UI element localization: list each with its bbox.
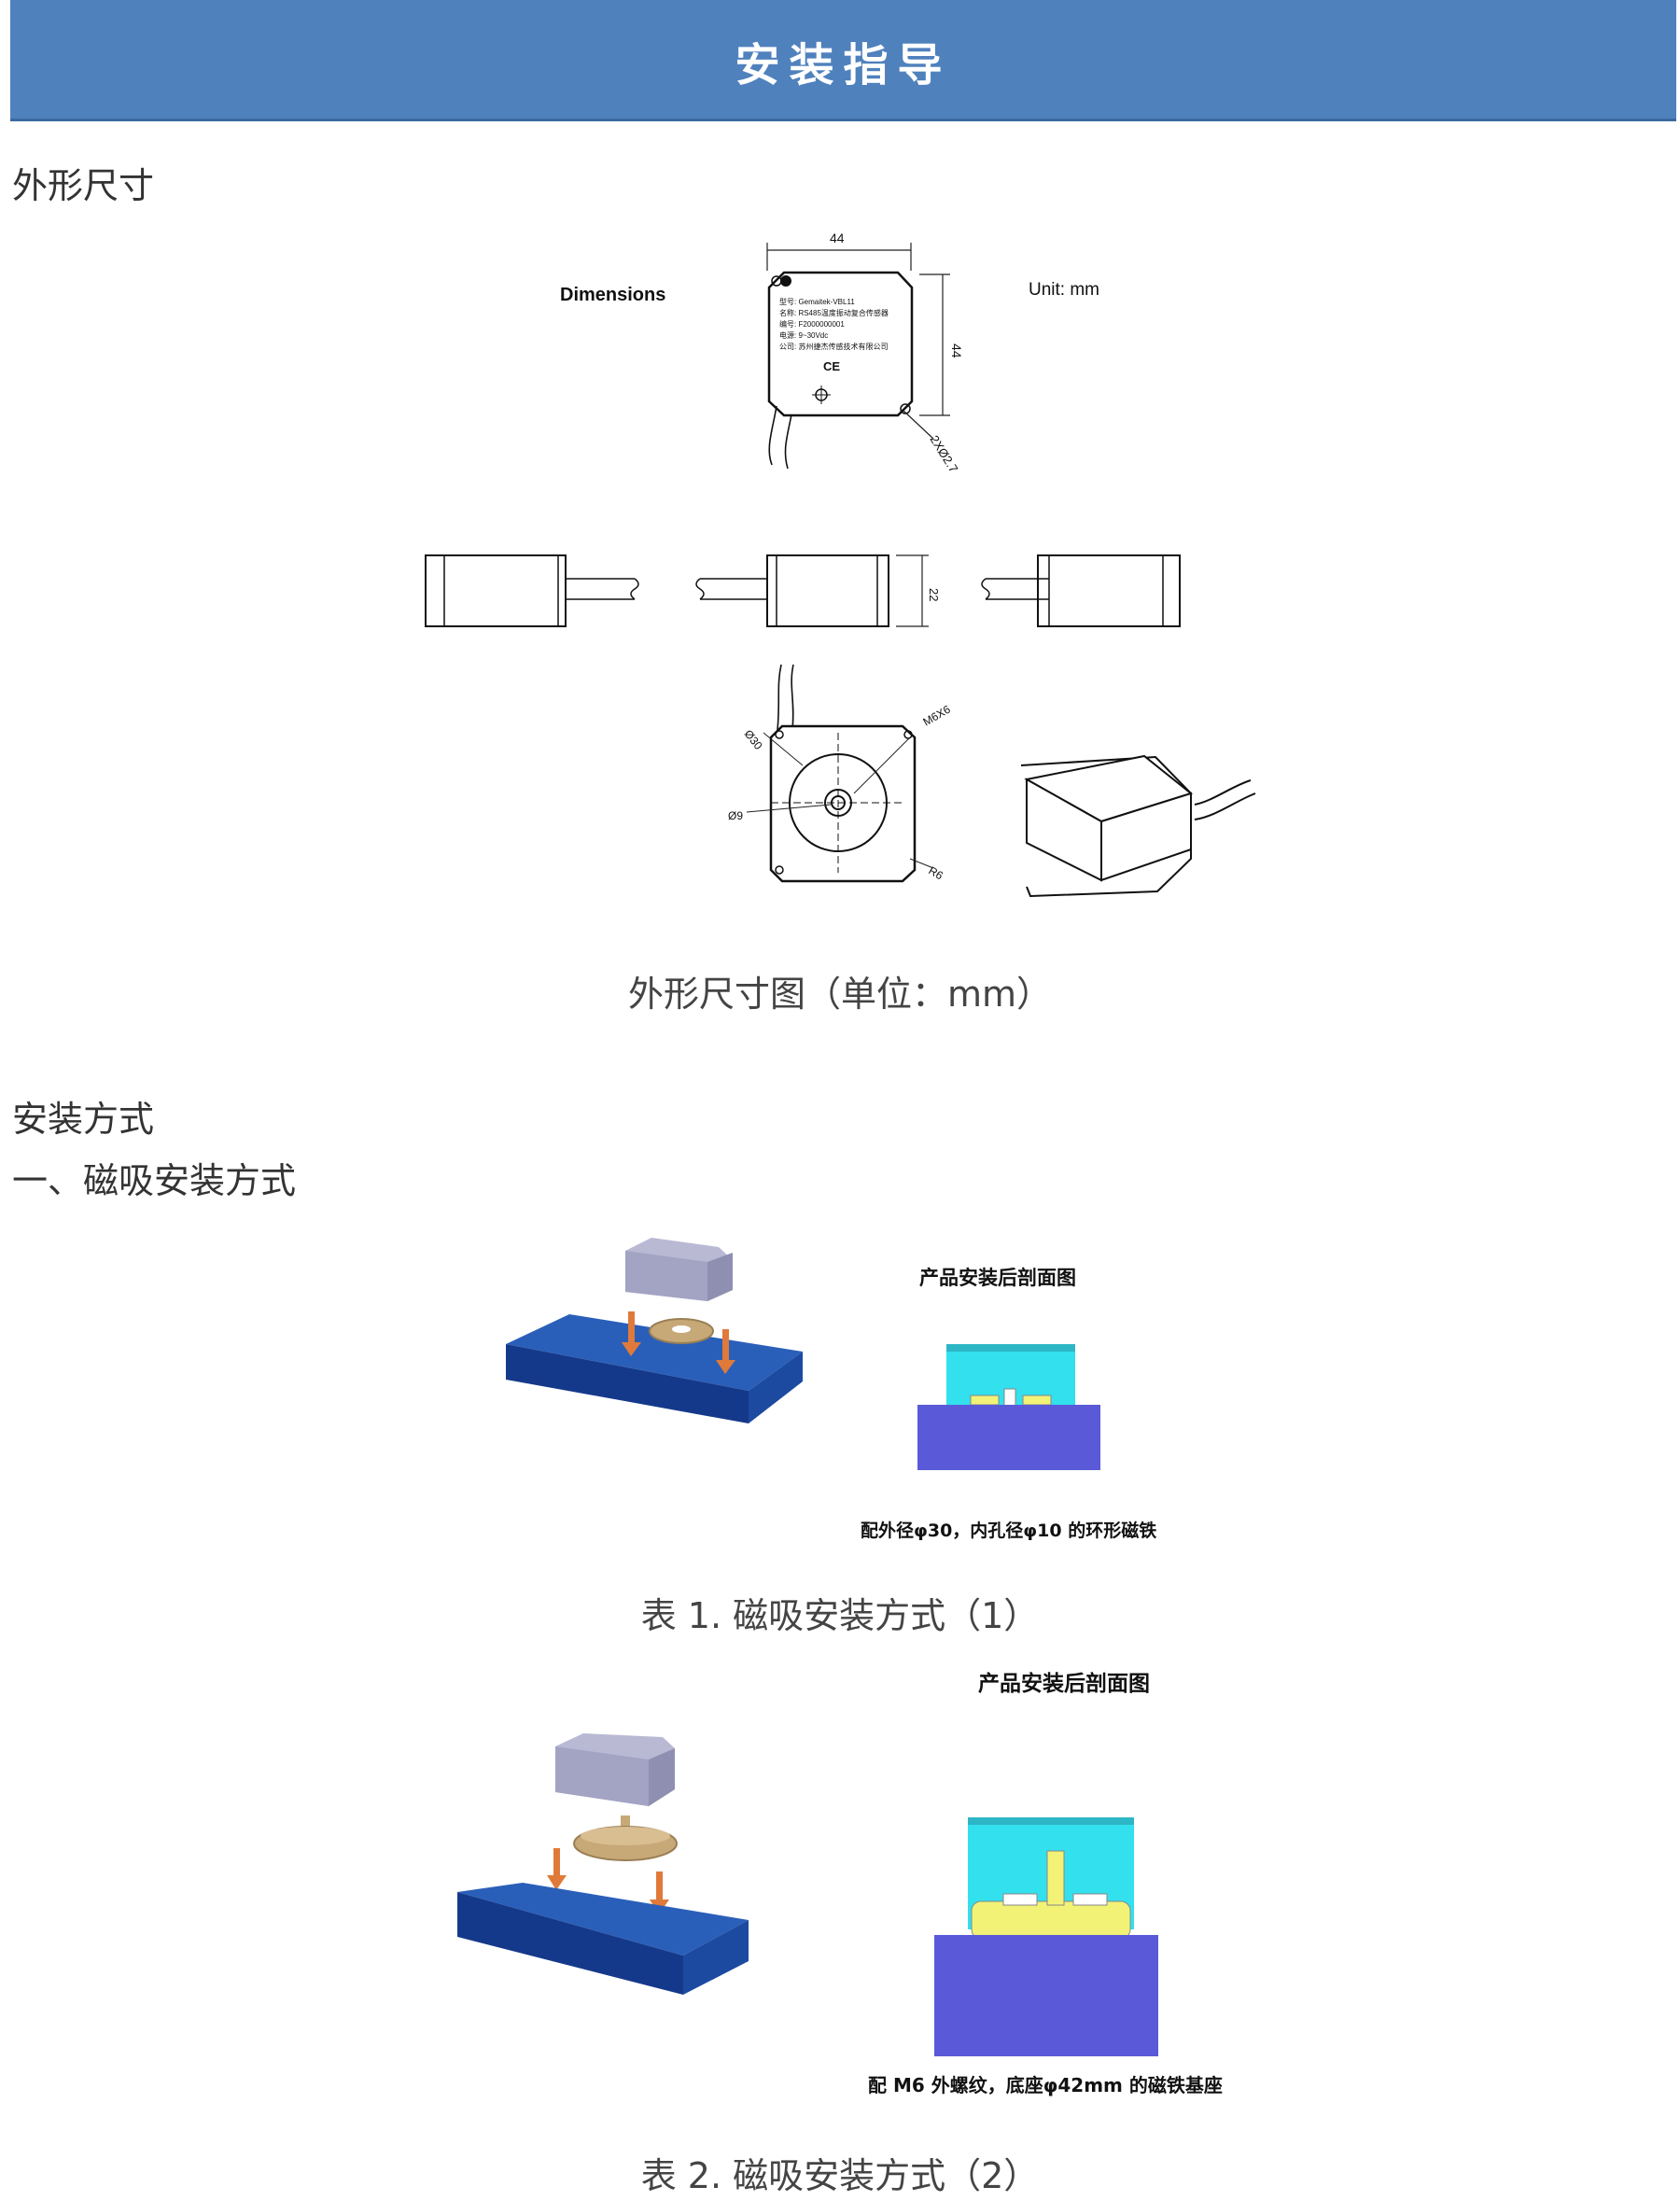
header-banner: 安装指导 — [10, 0, 1676, 121]
mount-plate-1 — [506, 1314, 803, 1423]
cross-section-2 — [934, 1817, 1158, 2056]
dimension-caption: 外形尺寸图（单位：mm） — [627, 974, 1053, 1015]
magnet-install-figure-1: 产品安装后剖面图 配外径φ30，内孔径φ10 的环形磁铁 — [506, 1238, 1156, 1541]
figure1-section-title: 产品安装后剖面图 — [919, 1267, 1076, 1289]
figure2-note: 配 M6 外螺纹，底座φ42mm 的磁铁基座 — [868, 2074, 1223, 2096]
sensor-housing-2 — [555, 1733, 675, 1806]
unit-label: Unit: mm — [1029, 280, 1099, 300]
svg-text:CE: CE — [823, 359, 840, 373]
nameplate-line-3: 编号: F2000000001 — [779, 319, 845, 329]
bottom-dim-m6: M6X6 — [921, 703, 953, 729]
side-view-right — [981, 554, 1181, 627]
dimensions-label: Dimensions — [560, 285, 665, 305]
cross-section-1 — [917, 1344, 1100, 1470]
bottom-view: Ø30 Ø9 M6X6 R6 — [728, 664, 953, 882]
figure1-caption: 表 1. 磁吸安装方式（1） — [640, 1595, 1040, 1636]
nameplate-line-1: 型号: Gemaitek-VBL11 — [779, 298, 855, 306]
figure2-caption: 表 2. 磁吸安装方式（2） — [640, 2155, 1040, 2196]
bottom-dim-30: Ø30 — [742, 727, 765, 752]
mount-plate-2 — [457, 1883, 749, 1995]
down-arrow-icon — [622, 1311, 735, 1374]
bottom-dim-9: Ø9 — [728, 809, 743, 822]
width-dim: 44 — [830, 231, 845, 245]
magnet-install-figure-2: 产品安装后剖面图 配 M6 外螺纹，底座φ42mm 的磁铁基座 — [457, 1671, 1223, 2096]
height-dim: 44 — [949, 343, 964, 358]
heading-magnet-install: 一、磁吸安装方式 — [12, 1160, 297, 1201]
nameplate-line-4: 电源: 9~30Vdc — [779, 330, 828, 340]
heading-install: 安装方式 — [12, 1099, 155, 1140]
bottom-dim-r6: R6 — [927, 863, 946, 882]
page-title: 安装指导 — [735, 39, 952, 91]
sensor-top-view — [767, 271, 914, 417]
nameplate-line-5: 公司: 苏州捷杰传感技术有限公司 — [779, 342, 888, 351]
dimension-drawing: Dimensions Unit: mm 44 44 型号: Gemaitek-V… — [425, 231, 1256, 898]
sensor-housing-1 — [625, 1238, 733, 1301]
magnet-base-icon — [573, 1815, 678, 1861]
heading-dimensions: 外形尺寸 — [12, 165, 155, 206]
figure1-note: 配外径φ30，内孔径φ10 的环形磁铁 — [861, 1520, 1156, 1541]
hole-dim: 2XØ2.7 — [927, 433, 960, 475]
side-height-dim: 22 — [927, 588, 941, 601]
figure2-section-title: 产品安装后剖面图 — [978, 1671, 1150, 1696]
side-view-middle: 22 — [695, 554, 941, 627]
nameplate-line-2: 名称: RS485温度振动复合传感器 — [779, 308, 889, 317]
side-view-left — [425, 554, 639, 627]
isometric-view — [1020, 754, 1256, 898]
ring-magnet-icon — [649, 1318, 714, 1344]
